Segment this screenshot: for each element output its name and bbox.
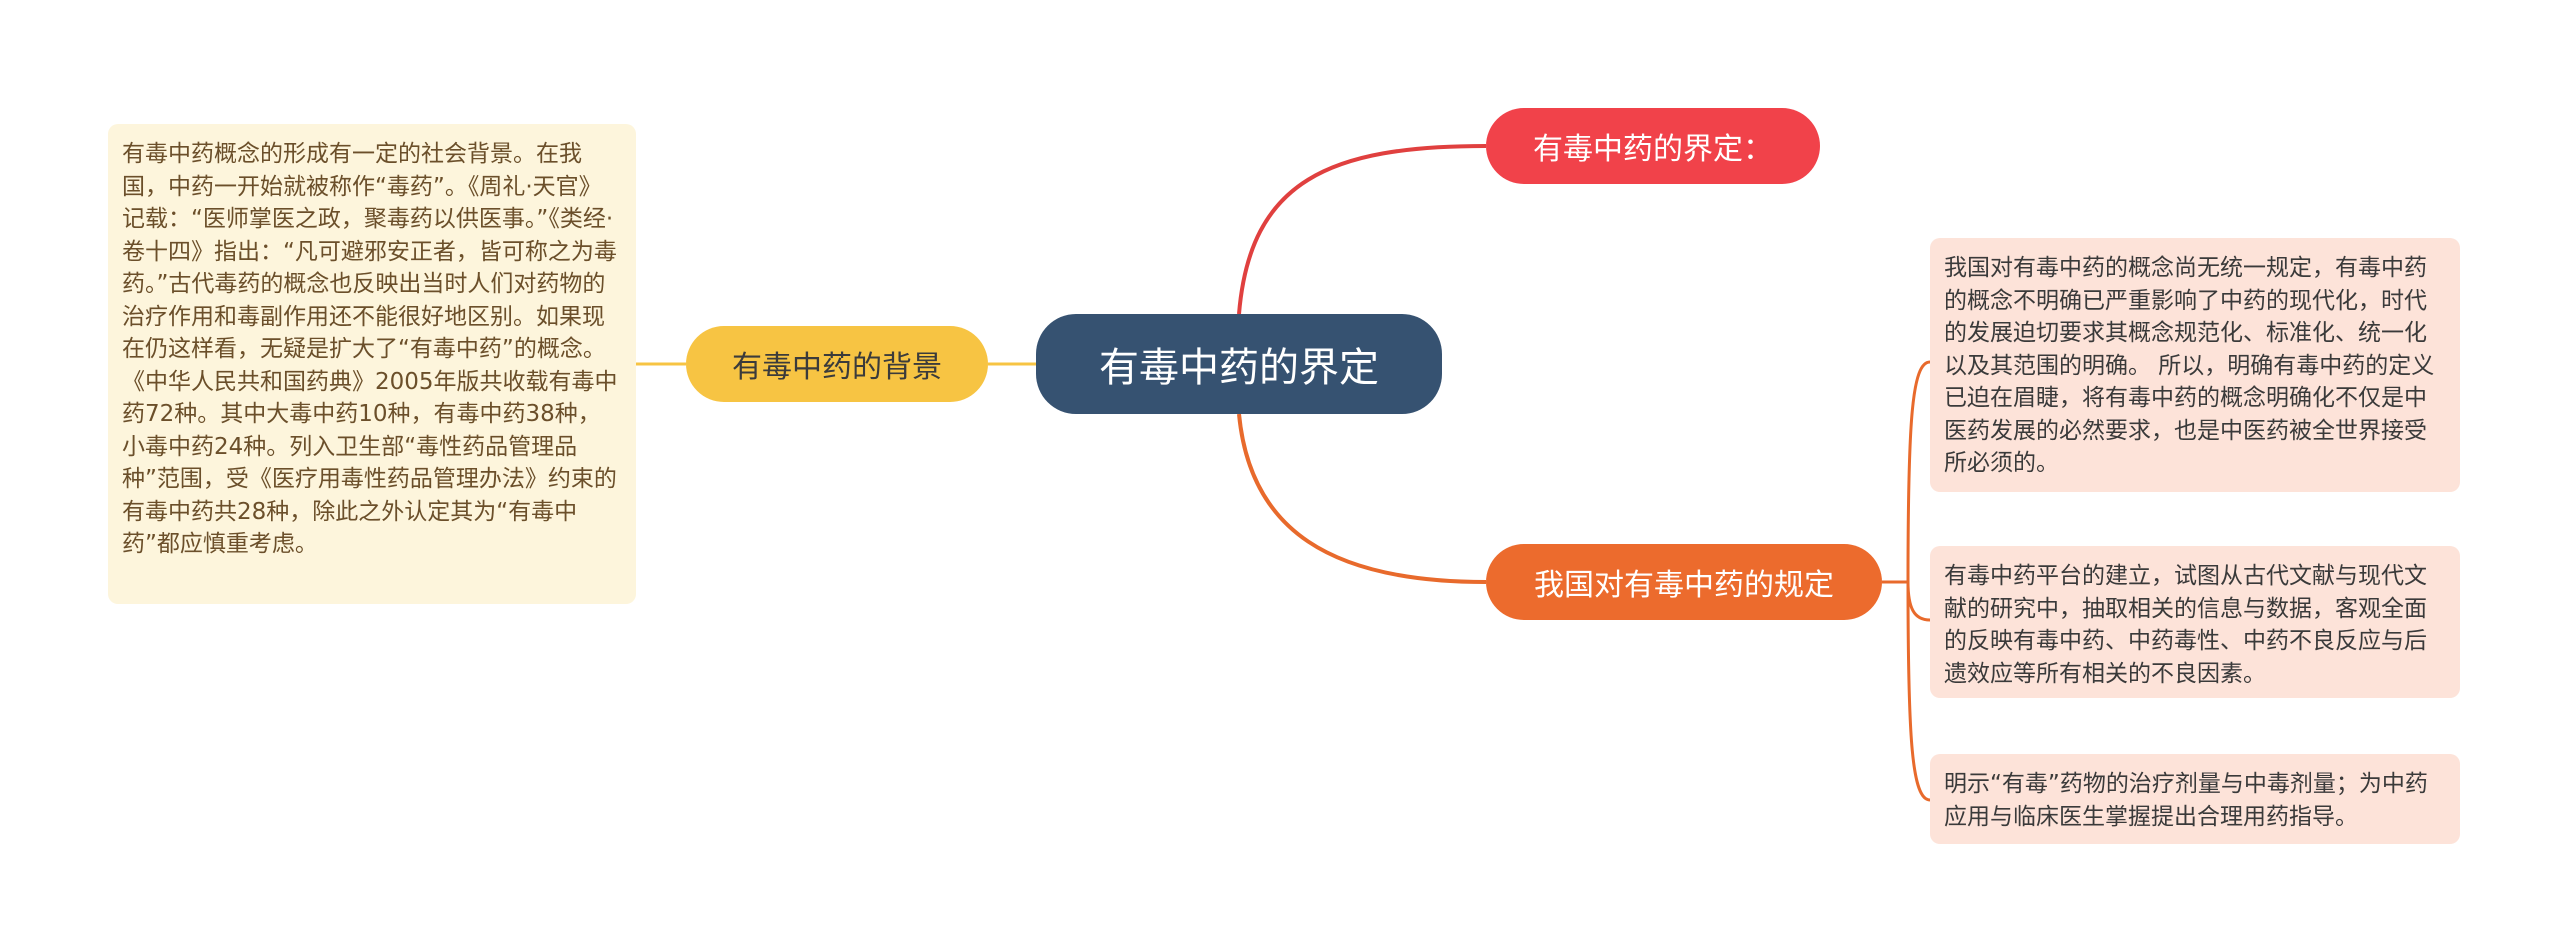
note-regulation-2[interactable]: 有毒中药平台的建立，试图从古代文献与现代文献的研究中，抽取相关的信息与数据，客观…	[1930, 546, 2460, 698]
link-center-regulation	[1237, 413, 1487, 584]
topic-background[interactable]: 有毒中药的背景	[686, 326, 988, 402]
topic-definition[interactable]: 有毒中药的界定：	[1486, 108, 1820, 184]
link-center-definition	[1237, 144, 1487, 315]
topic-regulation[interactable]: 我国对有毒中药的规定	[1486, 544, 1882, 620]
note-regulation-1[interactable]: 我国对有毒中药的概念尚无统一规定，有毒中药的概念不明确已严重影响了中药的现代化，…	[1930, 238, 2460, 492]
link-regulation-note-3	[1906, 581, 1931, 802]
link-regulation-note-1	[1906, 360, 1931, 583]
link-regulation-note-2	[1906, 581, 1931, 622]
note-regulation-3[interactable]: 明示“有毒”药物的治疗剂量与中毒剂量；为中药应用与临床医生掌握提出合理用药指导。	[1930, 754, 2460, 844]
note-background[interactable]: 有毒中药概念的形成有一定的社会背景。在我国，中药一开始就被称作“毒药”。《周礼·…	[108, 124, 636, 604]
central-topic[interactable]: 有毒中药的界定	[1036, 314, 1442, 414]
